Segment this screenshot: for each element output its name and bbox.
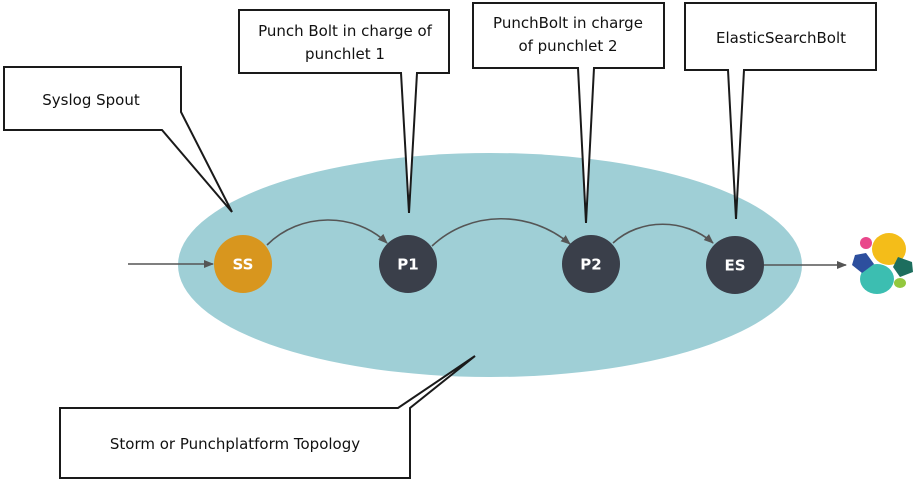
callout-punch1-line2: punchlet 1 — [305, 45, 385, 63]
callout-syslog-spout: Syslog Spout — [3, 66, 233, 213]
elastic-logo-yellow — [872, 233, 906, 265]
node-es[interactable]: ES — [706, 236, 764, 294]
arrow-ss-to-p1 — [266, 219, 388, 246]
node-ss[interactable]: SS — [214, 235, 272, 293]
node-es-label: ES — [724, 257, 745, 275]
callout-elastic-shape — [684, 2, 877, 220]
elastic-logo-darkgreen — [893, 257, 913, 277]
node-p1[interactable]: P1 — [379, 235, 437, 293]
callout-punch-bolt-2: PunchBolt in charge of punchlet 2 — [472, 2, 665, 224]
callout-syslog-shape — [3, 66, 233, 213]
callout-topology-shape — [59, 355, 476, 479]
callout-punch2-line1: PunchBolt in charge — [493, 14, 643, 32]
elastic-logo-icon — [852, 233, 913, 294]
node-p2[interactable]: P2 — [562, 235, 620, 293]
arrow-p2-to-es — [612, 223, 714, 244]
callout-punch2-line2: of punchlet 2 — [518, 37, 617, 55]
topology-ellipse — [178, 153, 802, 377]
elastic-logo-pink — [860, 237, 872, 249]
callout-topology-text: Storm or Punchplatform Topology — [110, 435, 360, 453]
callout-syslog-text: Syslog Spout — [42, 91, 140, 109]
callout-elasticsearch-bolt: ElasticSearchBolt — [684, 2, 877, 220]
node-ss-label: SS — [233, 256, 254, 274]
arrow-p1-to-p2 — [431, 218, 571, 247]
flow-arrows — [128, 218, 847, 269]
node-p1-label: P1 — [397, 256, 418, 274]
callout-elastic-text: ElasticSearchBolt — [716, 29, 846, 47]
node-p2-label: P2 — [580, 256, 601, 274]
elastic-logo-blue — [852, 253, 874, 273]
node-p2-circle — [562, 235, 620, 293]
elastic-logo-teal — [860, 264, 894, 294]
node-es-circle — [706, 236, 764, 294]
elastic-logo-lightgreen — [894, 278, 906, 288]
callout-punch1-line1: Punch Bolt in charge of — [258, 22, 433, 40]
callout-topology: Storm or Punchplatform Topology — [59, 355, 476, 479]
callout-punch1-shape — [238, 9, 450, 214]
callout-punch-bolt-1: Punch Bolt in charge of punchlet 1 — [238, 9, 450, 214]
callout-punch2-shape — [472, 2, 665, 224]
node-p1-circle — [379, 235, 437, 293]
node-ss-circle — [214, 235, 272, 293]
